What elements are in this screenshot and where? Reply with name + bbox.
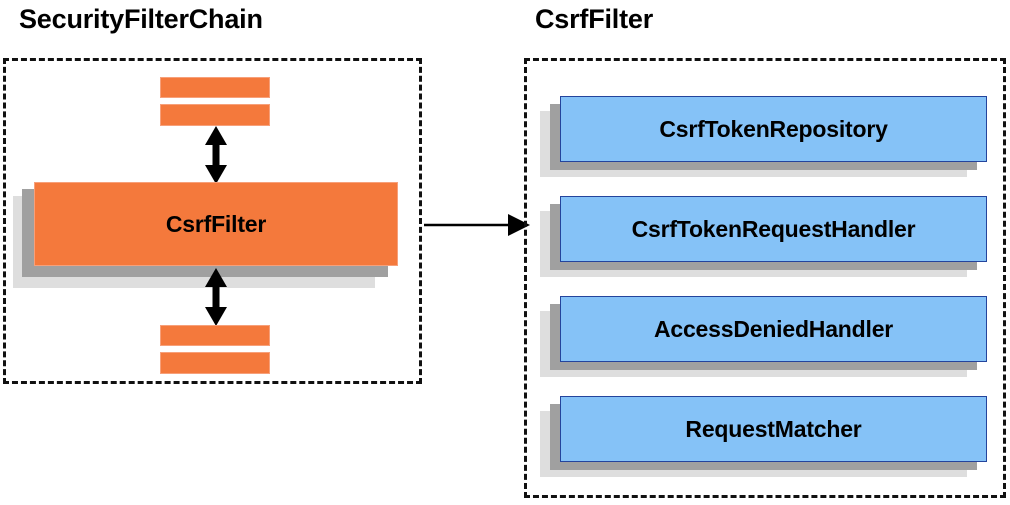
double-arrow-top-icon	[205, 126, 227, 184]
connector-arrow-icon	[424, 214, 530, 236]
access-denied-handler-label: AccessDeniedHandler	[653, 315, 894, 342]
request-matcher-label: RequestMatcher	[685, 415, 862, 442]
filter-bar-top-1	[160, 77, 270, 98]
panel-title-csrf-filter: CsrfFilter	[535, 4, 654, 34]
csrf-token-request-handler-card[interactable]: CsrfTokenRequestHandler	[560, 196, 987, 262]
filter-bar-bottom-2	[160, 352, 270, 374]
group-box-security-filter-chain	[3, 58, 422, 384]
csrf-token-repository-card[interactable]: CsrfTokenRepository	[560, 96, 987, 162]
filter-bar-top-2	[160, 104, 270, 126]
double-arrow-bottom-icon	[205, 268, 227, 326]
csrf-filter-card[interactable]: CsrfFilter	[34, 182, 398, 266]
panel-title-security-filter-chain: SecurityFilterChain	[19, 4, 263, 34]
csrf-token-repository-label: CsrfTokenRepository	[659, 115, 888, 142]
csrf-token-request-handler-label: CsrfTokenRequestHandler	[631, 215, 916, 242]
filter-bar-bottom-1	[160, 325, 270, 346]
request-matcher-card[interactable]: RequestMatcher	[560, 396, 987, 462]
csrf-filter-card-label: CsrfFilter	[165, 210, 267, 237]
access-denied-handler-card[interactable]: AccessDeniedHandler	[560, 296, 987, 362]
group-box-csrf-filter	[524, 58, 1006, 498]
